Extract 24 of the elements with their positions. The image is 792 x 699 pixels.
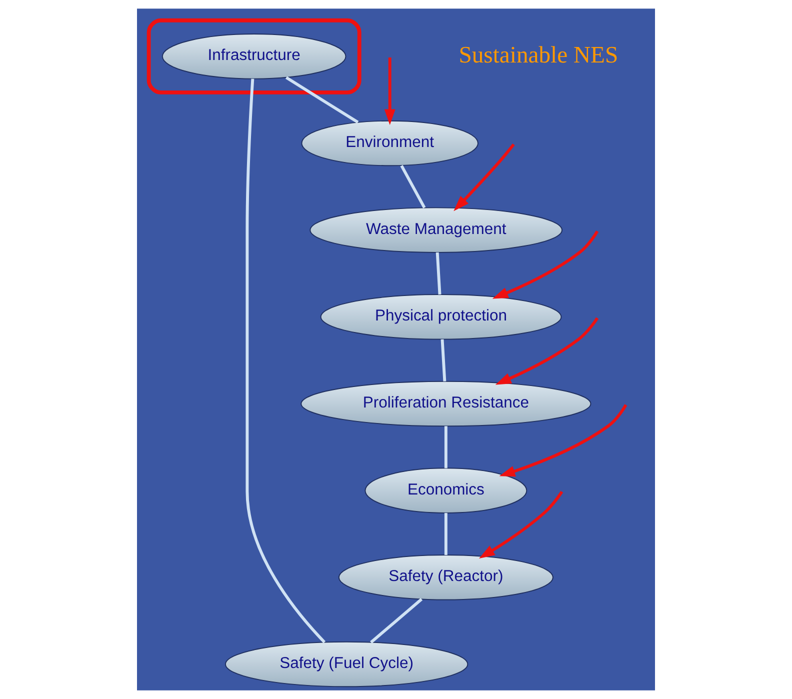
cluster <box>146 18 362 94</box>
arrow <box>384 57 396 126</box>
arrow <box>499 404 628 477</box>
label: Sustainable NES <box>458 42 618 69</box>
arrow <box>479 490 564 559</box>
connector <box>246 78 326 644</box>
node-ellipse: Safety (Reactor) <box>338 554 554 600</box>
connector <box>400 164 426 208</box>
arrow <box>495 317 599 385</box>
arrow <box>454 143 515 212</box>
connector <box>440 339 446 382</box>
node-ellipse: Physical protection <box>320 294 562 340</box>
node-ellipse: Infrastructure <box>162 34 346 80</box>
connector <box>436 252 442 295</box>
node-ellipse: Waste Management <box>310 207 562 253</box>
connector <box>285 76 359 124</box>
node-ellipse: Proliferation Resistance <box>300 380 592 427</box>
connector <box>444 426 448 468</box>
arrow <box>492 230 599 299</box>
connector <box>444 512 448 555</box>
node-ellipse: Safety (Fuel Cycle) <box>224 641 468 688</box>
connector <box>370 598 423 644</box>
node-ellipse: Environment <box>301 120 478 166</box>
node-ellipse: Economics <box>364 468 528 514</box>
